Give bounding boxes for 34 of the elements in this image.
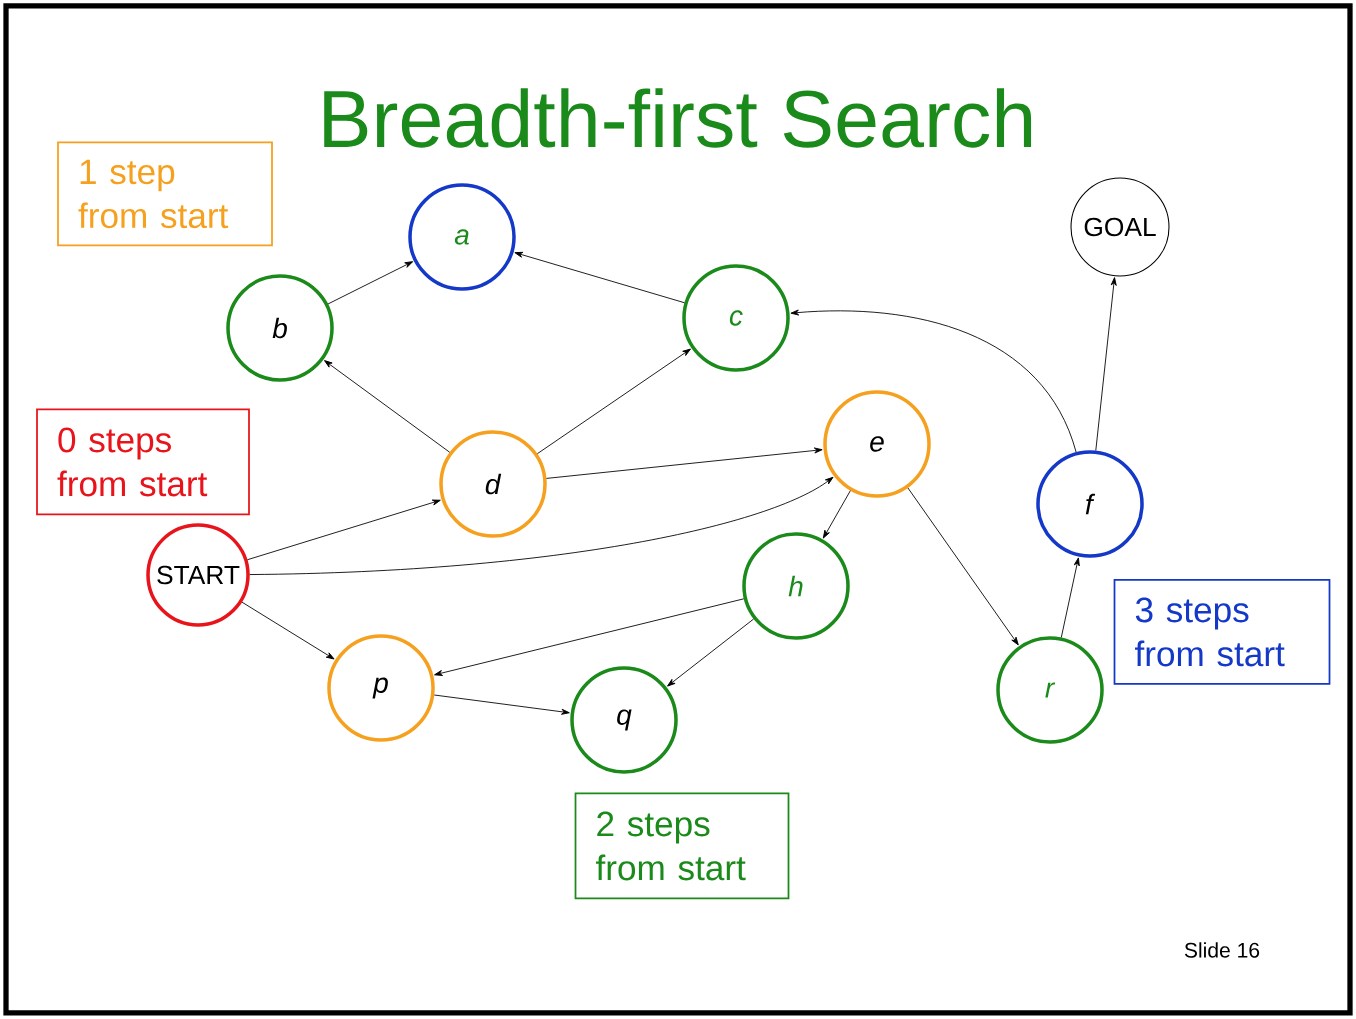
slide-number: Slide 16 bbox=[1184, 942, 1260, 958]
arrow bbox=[249, 476, 834, 575]
graph-node: c bbox=[682, 264, 790, 372]
start-node: START bbox=[146, 523, 250, 627]
goal-node: GOAL bbox=[1070, 177, 1170, 277]
graph-node: h bbox=[742, 532, 850, 640]
arrow bbox=[536, 348, 691, 455]
arrow bbox=[433, 694, 570, 715]
graph-node: e bbox=[823, 390, 931, 498]
arrow bbox=[1095, 277, 1117, 451]
graph-node: r bbox=[996, 636, 1104, 744]
arrow bbox=[514, 251, 685, 304]
graph-node: b bbox=[226, 274, 334, 382]
arrow bbox=[327, 261, 414, 305]
graph-node: q bbox=[570, 666, 678, 774]
arrow bbox=[667, 618, 755, 687]
graph-node: d bbox=[439, 430, 547, 538]
slide-title: Breadth-first Search bbox=[324, 88, 1032, 148]
arrow bbox=[546, 447, 823, 479]
arrow bbox=[1060, 557, 1080, 638]
step-count-box: 3 steps from start bbox=[1113, 579, 1331, 685]
arrow bbox=[241, 601, 335, 660]
step-count-box: 1 step from start bbox=[57, 141, 273, 247]
arrow bbox=[907, 487, 1019, 646]
step-count-box: 2 steps from start bbox=[574, 792, 790, 900]
arrow bbox=[790, 309, 1077, 453]
graph-node: f bbox=[1036, 450, 1144, 558]
arrow bbox=[822, 490, 851, 539]
arrow bbox=[434, 598, 745, 676]
arrow bbox=[247, 499, 441, 561]
graph-node: p bbox=[327, 634, 435, 742]
step-count-box: 0 steps from start bbox=[36, 408, 250, 516]
graph-node: a bbox=[408, 183, 516, 291]
arrow bbox=[324, 360, 451, 453]
